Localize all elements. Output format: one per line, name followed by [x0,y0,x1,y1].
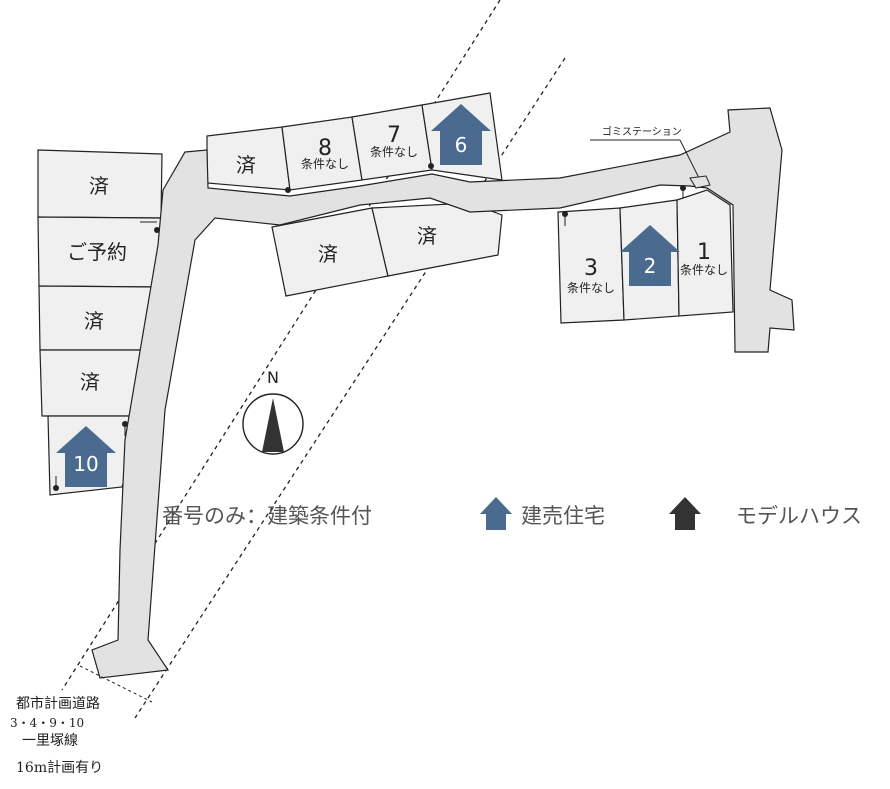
lot-status-reserved: ご予約 [67,240,127,264]
lot-number-8: 8 [318,136,332,161]
road-note-line4: 16m計画有り [16,760,103,776]
lot-condition-8: 条件なし [301,157,349,171]
lot-status-sold: 済 [236,153,256,177]
house-icon-lot-10 [56,426,116,487]
legend-conditional-text: 番号のみ：建築条件付 [162,504,372,528]
lot-1[interactable] [676,189,734,317]
road-note-line2: 3・4・9・10 [10,716,84,730]
legend-model-house-text: モデルハウス [736,504,862,528]
lot-condition-3: 条件なし [567,281,615,295]
lot-status-sold: 済 [417,224,437,248]
meter-icons [53,163,686,491]
north-arrow-icon [242,393,304,455]
lot-condition-1: 条件なし [680,263,728,277]
lot-status-sold: 済 [89,174,109,198]
lot-sold-lower-right[interactable] [371,202,503,277]
road-width-marker [79,665,153,703]
access-road [91,107,795,679]
legend-ready-built-text: 建売住宅 [521,504,605,528]
lot-number-2: 2 [644,254,657,278]
lot-number-10: 10 [73,452,98,476]
lot-status-sold: 済 [318,242,338,266]
garbage-station-label: ゴミステーション [602,125,682,138]
lot-status-sold: 済 [80,370,100,394]
north-label: N [267,368,279,387]
lot-number-1: 1 [697,240,711,265]
garbage-station-marker [689,175,711,189]
lot-number-6: 6 [455,133,468,157]
lot-condition-7: 条件なし [370,145,418,159]
house-icon-lot-6 [431,104,491,165]
house-icon-lot-2 [620,225,680,286]
ready-built-icon [480,497,512,530]
lot-number-7: 7 [387,123,401,148]
road-note-line3: 一里塚線 [22,733,78,749]
road-note-line1: 都市計画道路 [16,695,100,712]
lot-number-3: 3 [584,256,598,281]
lot-status-sold: 済 [84,309,104,333]
model-house-icon [669,497,701,530]
